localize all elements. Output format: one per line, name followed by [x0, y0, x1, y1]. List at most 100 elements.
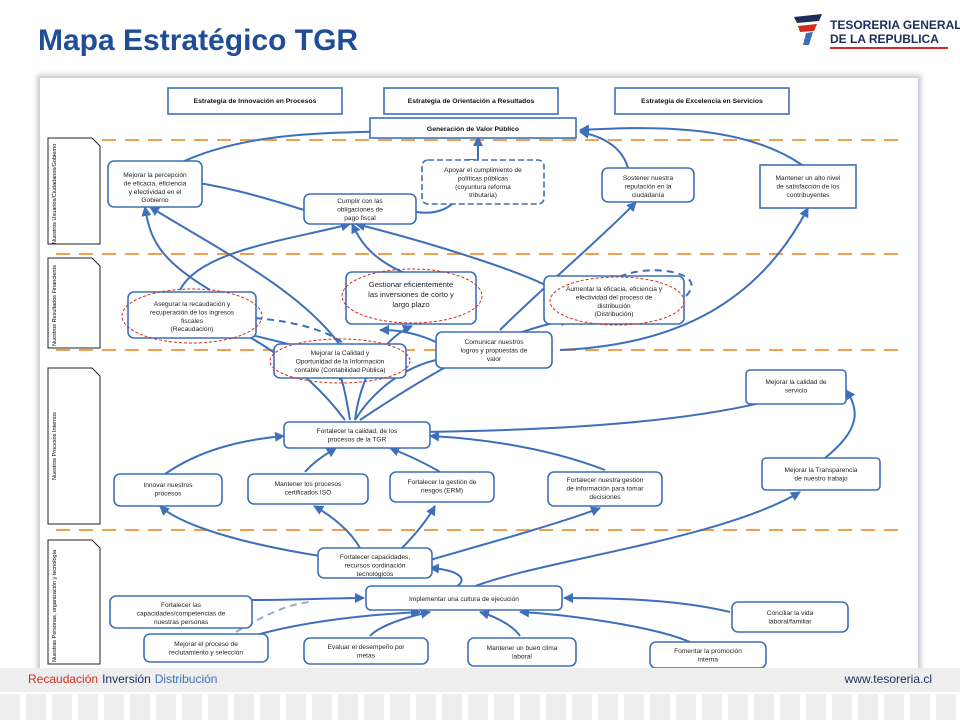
objective-label-line: Comunicar nuestros: [464, 339, 524, 346]
perspective-label-usuarios: Nuestros Usuarios/Ciudadanos/Gobierno: [52, 144, 58, 244]
objective-box-valor-publico: [369, 117, 577, 139]
perspective-tab-personas: Nuestras Personas, organización y tecnol…: [47, 539, 101, 665]
highlight-recaudacion: [121, 288, 263, 344]
objective-label-line: y efectividad en el: [129, 189, 182, 196]
slide-title: Mapa Estratégico TGR: [38, 24, 359, 57]
arrow-recaudacion-to-cumplir: [179, 221, 351, 291]
objective-box-calidad-servicio: [745, 369, 847, 405]
objective-label-line: Fortalecer nuestra gestión: [567, 477, 644, 484]
arrow-sostener-to-valor: [579, 128, 629, 169]
arrow-capacidades-to-riesgos: [399, 505, 436, 551]
objective-label-line: recuperación de los ingresos: [150, 309, 235, 316]
perspective-tabs: Nuestros Usuarios/Ciudadanos/Gobierno Nu…: [47, 137, 101, 665]
strategy-label-orientacion: Estrategia de Orientación a Resultados: [408, 98, 535, 105]
objective-label-line: Gobierno: [141, 197, 168, 204]
objective-box-satisfaccion: [759, 164, 857, 209]
arrow-capacidades-to-info: [429, 506, 601, 561]
objective-box-comunicar: [435, 331, 553, 369]
objective-box-inversiones: [345, 271, 477, 325]
footer-inversion: Inversión: [102, 672, 151, 686]
arrow-capacidades-to-certificados: [313, 505, 361, 549]
objective-label-line: interna: [698, 656, 718, 663]
objective-box-contabilidad: [273, 343, 407, 379]
objective-label-line: Innovar nuestros: [143, 482, 193, 489]
objective-box-info-decisiones: [547, 471, 663, 507]
arrow-vida-to-cultura: [563, 593, 731, 613]
objective-label-line: reclutamiento y selección: [169, 649, 243, 656]
objective-label-line: Mejorar la percepción: [123, 172, 187, 179]
objective-label-line: recursos cordinación: [345, 562, 406, 569]
objective-label-line: laboral/familiar: [769, 618, 813, 625]
objective-box-percepcion: [107, 160, 203, 208]
objective-label-line: Cumplir con las: [337, 198, 383, 205]
objective-label-line: Oportunidad de la Información: [296, 358, 385, 365]
objective-boxes: [107, 87, 881, 669]
objective-label-line: Mantener un buen clima: [487, 645, 558, 652]
tgr-logo-icon: [794, 14, 822, 45]
objective-label-line: Fortalecer la calidad, de los: [317, 428, 398, 435]
arrow-cultura-to-capacidades: [429, 563, 463, 589]
perspective-label-procesos: Nuestros Procesos Internos: [52, 412, 58, 480]
objective-label-line: reputación en la: [625, 183, 672, 190]
objective-label-line: obligaciones de: [337, 206, 383, 213]
objective-box-calidad-procesos: [283, 421, 431, 449]
objective-label-line: Mejorar la Transparencia: [785, 467, 858, 474]
arrow-recaudacion-to-percepcion: [141, 206, 211, 291]
objective-label-line: Gestionar eficientemente: [369, 280, 453, 289]
perspective-tab-usuarios: Nuestros Usuarios/Ciudadanos/Gobierno: [47, 137, 101, 245]
objective-label-line: políticas públicas: [458, 175, 509, 182]
arrow-satisfaccion-to-valor: [579, 124, 803, 166]
strategy-box-excelencia: [614, 87, 790, 115]
arrow-riesgos-to-procesos: [389, 446, 441, 473]
objective-label-line: Mejorar el proceso de: [174, 641, 238, 648]
arrow-to-satisfaccion: [559, 207, 809, 351]
footer-bar: [0, 668, 960, 692]
footer-website: www.tesoreria.cl: [844, 672, 932, 686]
objective-label-line: Apoyar el cumplimiento de: [444, 167, 522, 174]
objective-label-line: metas: [357, 652, 376, 659]
objective-label-line: tecnológicos: [357, 571, 394, 578]
logo-text-line1: TESORERIA GENERAL: [830, 18, 960, 32]
objective-label-capacidades: Fortalecer capacidades,recursos cordinac…: [340, 554, 411, 578]
highlight-distribucion: [549, 276, 685, 326]
objective-box-promocion: [649, 641, 767, 669]
objective-label-line: Evaluar el desempeño por: [328, 644, 406, 651]
objective-label-line: largo plazo: [392, 300, 429, 309]
objective-box-cumplir: [303, 193, 417, 225]
highlight-ellipses: [121, 268, 685, 384]
objective-label-line: procesos de la TGR: [328, 436, 387, 443]
objective-label-line: nuestras personas: [154, 619, 209, 626]
dashed-arrow-recaudacion: [254, 317, 345, 345]
arrow-procesos-to-servicio: [419, 395, 781, 433]
objective-box-riesgos: [389, 471, 495, 503]
tgr-logo: TESORERIA GENERAL DE LA REPUBLICA: [792, 12, 960, 52]
objective-label-line: (Recaudación): [171, 326, 214, 333]
strategy-box-orientacion: [383, 87, 559, 115]
arrow-clima-to-cultura: [479, 609, 521, 637]
objective-box-capacidades: [317, 547, 433, 579]
objective-box-competencias: [109, 595, 253, 629]
objective-label-line: decisiones: [589, 494, 621, 501]
objective-box-desempeno: [303, 637, 429, 665]
objective-label-line: Mantener un alto nivel: [776, 175, 841, 182]
objective-label-line: contribuyentes: [787, 192, 831, 199]
objective-label-line: Fortalecer las: [161, 602, 202, 609]
objective-label-line: Mejorar la calidad de: [765, 379, 827, 386]
arrow-cultura-to-transparencia: [469, 491, 801, 589]
objective-label-line: Asegurar la recaudación y: [154, 301, 231, 308]
strategy-label-innovacion: Estrategia de Innovación en Procesos: [194, 98, 317, 105]
dashed-arrow-reclutamiento: [235, 601, 311, 633]
